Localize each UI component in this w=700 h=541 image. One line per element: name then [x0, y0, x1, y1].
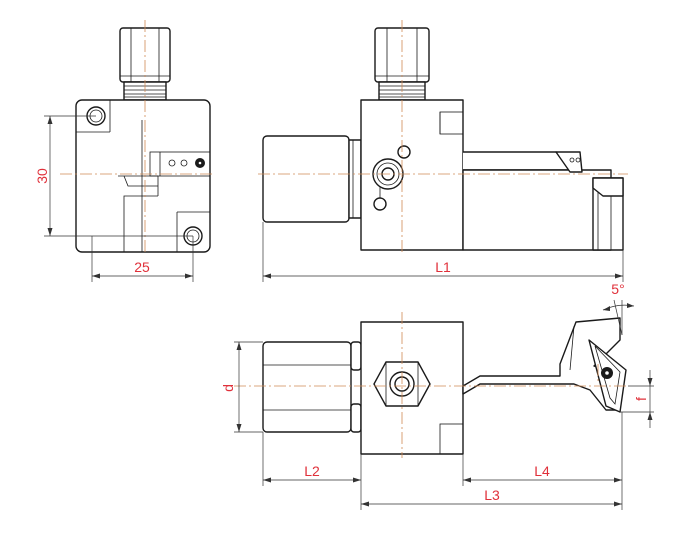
dimension-5deg — [602, 299, 635, 336]
dimension-L2-label: L2 — [304, 463, 320, 479]
dimension-25-label: 25 — [134, 259, 150, 275]
plan-view-insert — [588, 339, 627, 413]
dimension-L1 — [262, 222, 624, 282]
side-view: L1 — [258, 20, 628, 282]
plan-view-shank — [262, 341, 362, 433]
dimension-L4-label: L4 — [534, 463, 550, 479]
dimension-5deg-label: 5° — [611, 281, 624, 297]
dimension-L3-label: L3 — [484, 487, 500, 503]
end-view-slot — [118, 120, 211, 252]
side-view-body — [360, 99, 464, 251]
end-view: 30 25 — [34, 20, 215, 282]
dimension-f-label: f — [633, 397, 649, 401]
dimension-30 — [44, 115, 193, 237]
dimension-f — [620, 370, 654, 428]
side-view-tool-bar — [462, 151, 624, 251]
dimension-L1-label: L1 — [435, 259, 451, 275]
dimension-L4 — [462, 412, 623, 510]
side-view-shank — [262, 135, 362, 223]
dimension-d-label: d — [220, 384, 236, 392]
dimension-30-label: 30 — [34, 168, 50, 184]
dimension-d — [234, 341, 263, 433]
plan-view: 5° d f L2 — [220, 281, 654, 510]
dimension-L3 — [361, 501, 622, 507]
dimension-25 — [91, 236, 194, 282]
dimension-L2 — [262, 432, 362, 510]
